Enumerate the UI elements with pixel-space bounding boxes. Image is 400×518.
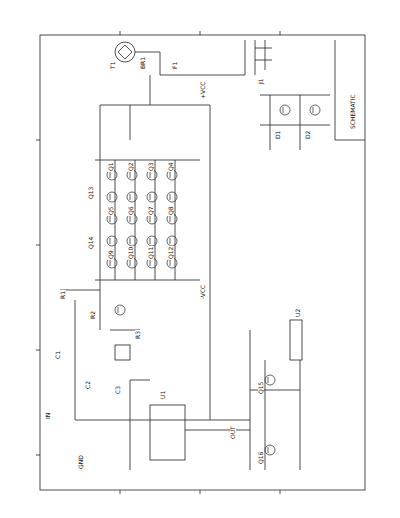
part-label: Q12 bbox=[168, 246, 174, 260]
part-label: OUT bbox=[230, 425, 236, 440]
part-label: Q15 bbox=[258, 381, 264, 395]
part-label: BR1 bbox=[140, 56, 146, 70]
page-frame bbox=[36, 31, 365, 494]
part-label: -VCC bbox=[200, 284, 206, 300]
part-label: J1 bbox=[258, 77, 264, 85]
part-label: +VCC bbox=[200, 80, 206, 100]
part-label: Q5 bbox=[108, 205, 114, 216]
part-label: GND bbox=[78, 454, 84, 470]
part-label: IN bbox=[45, 412, 51, 420]
part-label: U2 bbox=[295, 308, 301, 318]
part-label: Q6 bbox=[128, 205, 134, 216]
part-label: Q14 bbox=[88, 236, 94, 250]
part-label: R2 bbox=[90, 310, 96, 320]
part-label: R3 bbox=[135, 330, 141, 340]
transistor-array bbox=[107, 105, 320, 455]
part-label: Q7 bbox=[148, 205, 154, 216]
part-label: C3 bbox=[115, 385, 121, 395]
part-label: Q16 bbox=[258, 451, 264, 465]
wiring bbox=[60, 40, 365, 470]
part-label: Q10 bbox=[128, 246, 134, 260]
part-label: D1 bbox=[275, 130, 281, 140]
part-label: T1 bbox=[110, 61, 116, 70]
part-label: R1 bbox=[60, 290, 66, 300]
part-label: F1 bbox=[172, 61, 178, 70]
part-label: Q9 bbox=[108, 249, 114, 260]
part-label: D2 bbox=[305, 130, 311, 140]
part-label: Q8 bbox=[168, 205, 174, 216]
part-label: U1 bbox=[160, 390, 166, 400]
part-label: Q11 bbox=[148, 246, 154, 260]
part-label: Q3 bbox=[148, 161, 154, 172]
part-label: Q2 bbox=[128, 161, 134, 172]
part-label: C2 bbox=[85, 380, 91, 390]
part-label: Q13 bbox=[88, 186, 94, 200]
part-label: Q4 bbox=[168, 161, 174, 172]
part-label: C1 bbox=[55, 350, 61, 360]
part-label: SCHEMATIC bbox=[350, 93, 356, 130]
part-label: Q1 bbox=[108, 161, 114, 172]
